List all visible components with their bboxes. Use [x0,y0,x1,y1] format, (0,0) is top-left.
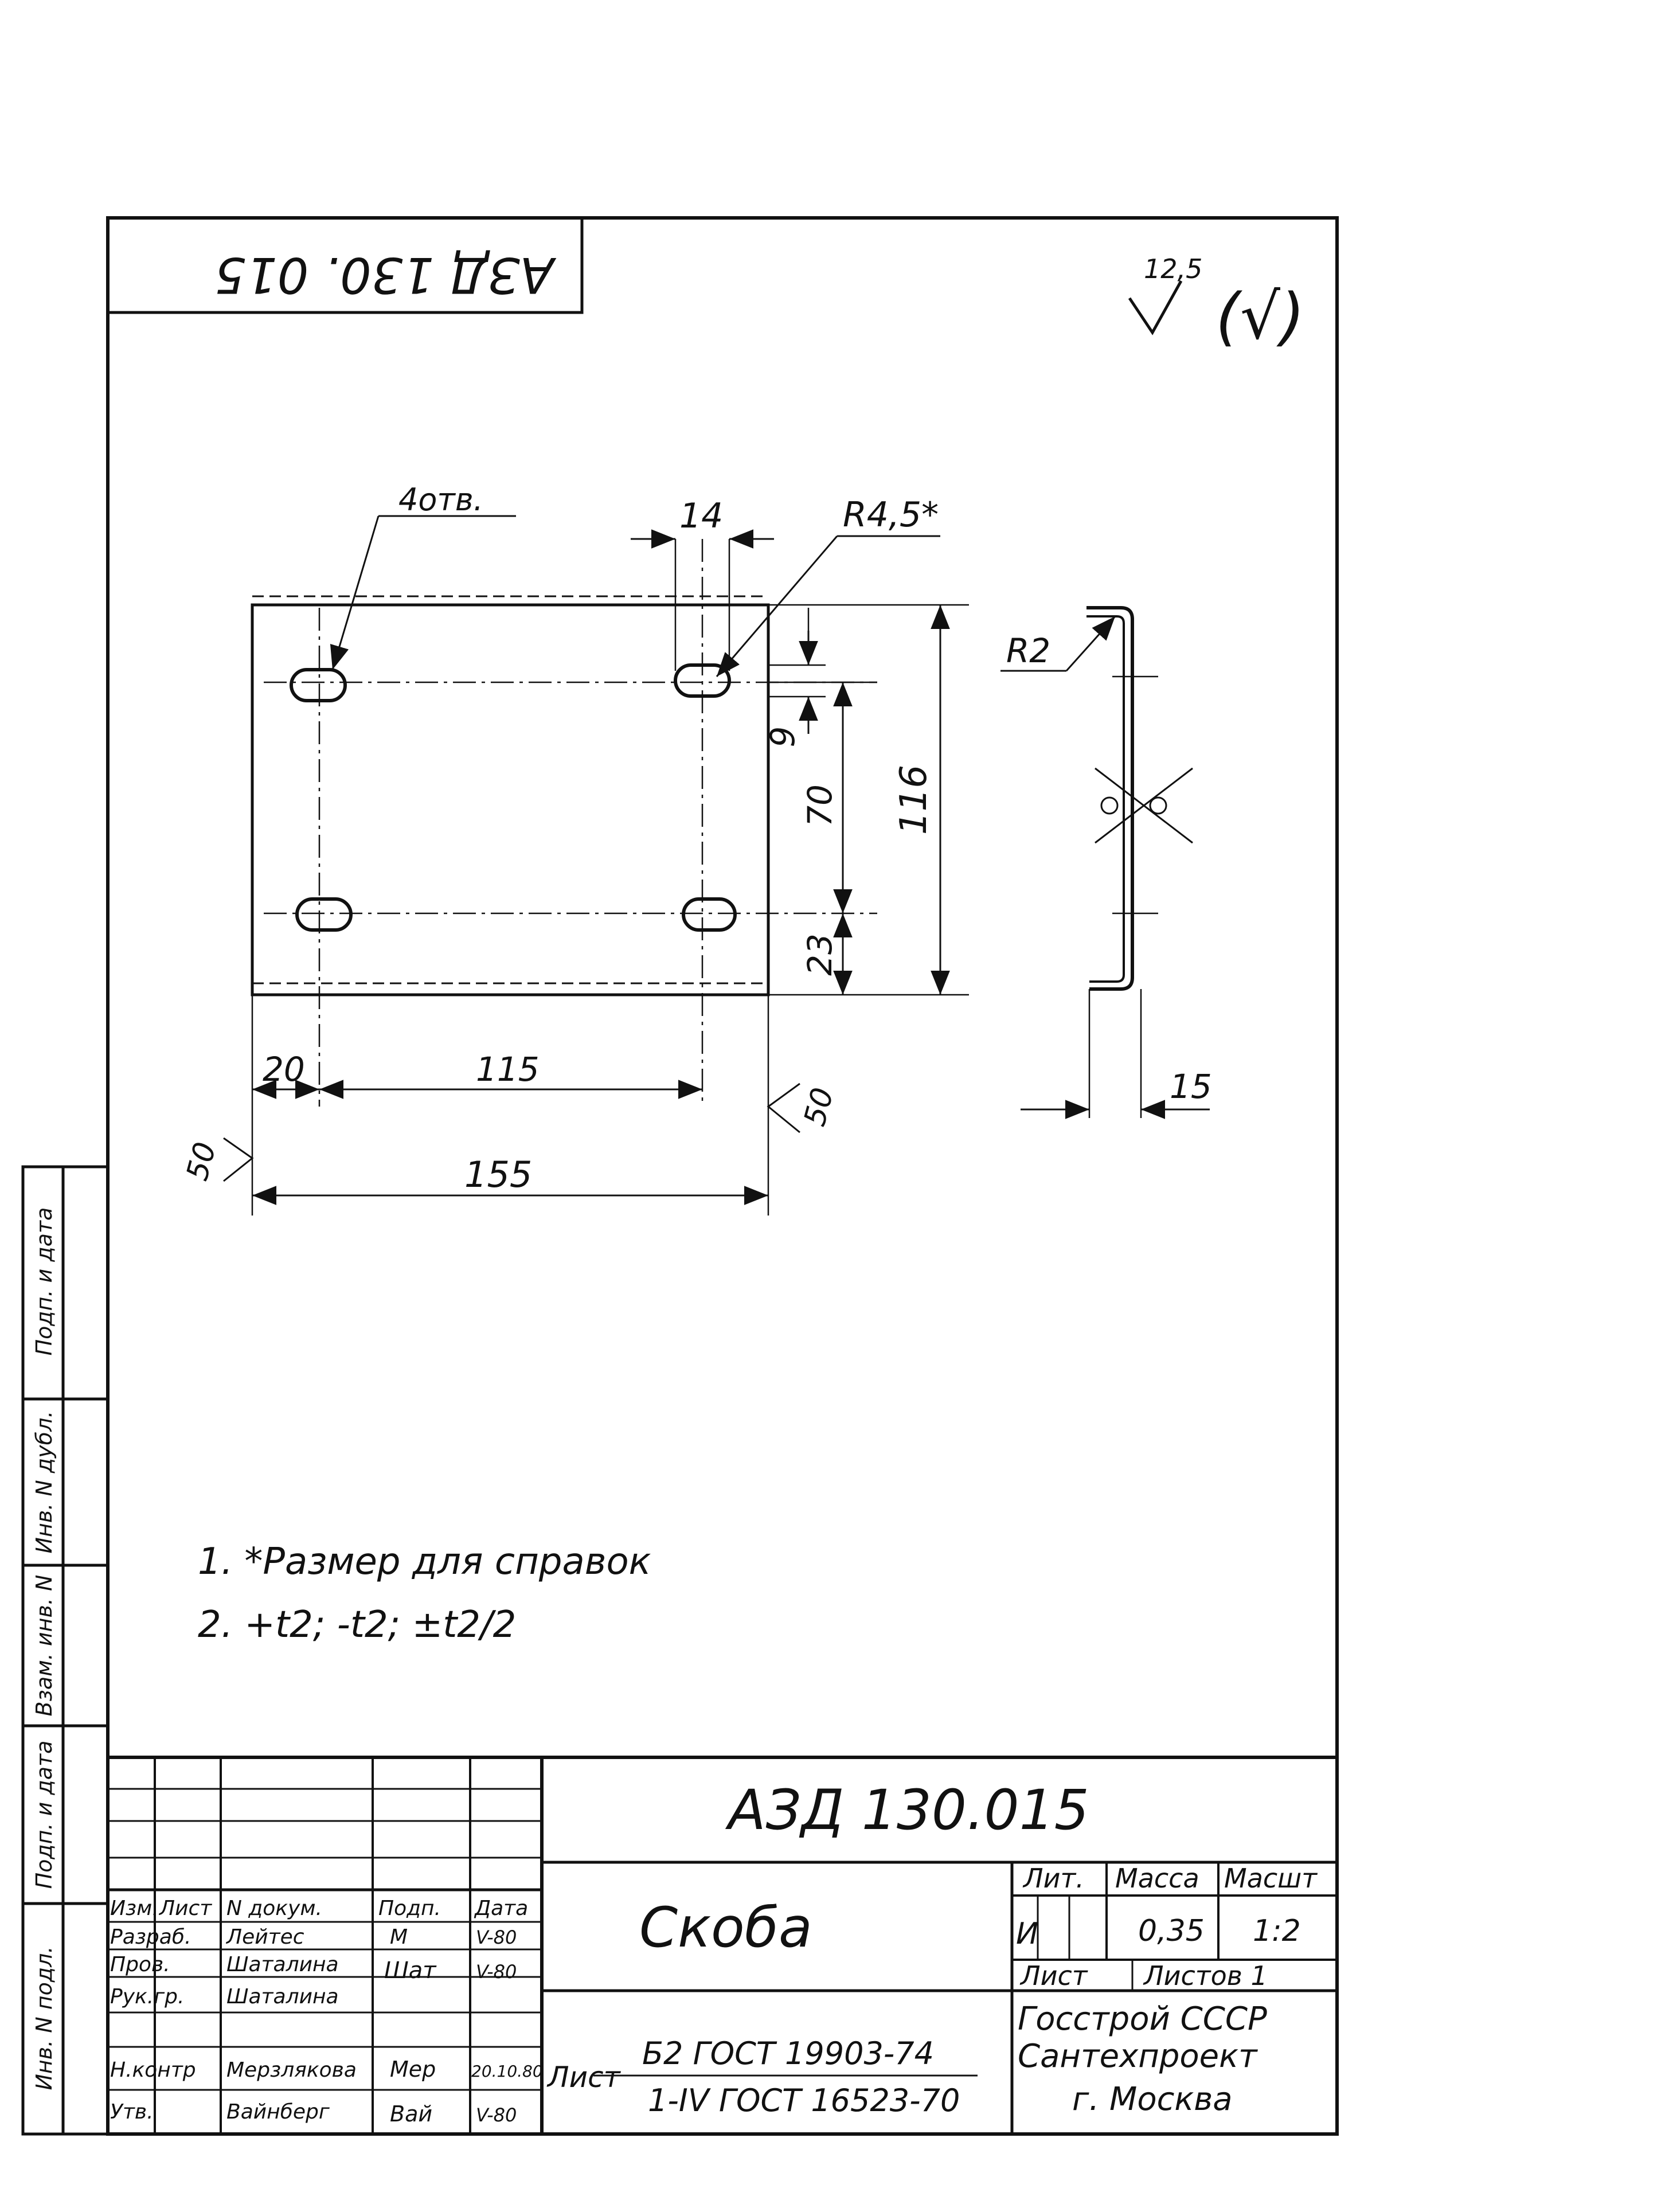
dim-50-right-text: 50 [798,1084,841,1130]
dim-slot-width: 14 [631,496,774,549]
tb-row-1-date: V-80 [476,1926,517,1948]
tb-row-5-date: 20.10.80 [471,2062,543,2081]
dim-slot-radius-text: R4,5* [843,495,939,535]
holes-callout: 4отв. [330,482,516,670]
dim-70-text: 70 [800,784,839,827]
side-stamp-label-3: Взам. инв. N [32,1575,57,1717]
tb-mass-value: 0,35 [1138,1914,1205,1948]
side-stamp-label-4: Инв. N дубл. [32,1411,57,1554]
tb-row-1-sign: М [390,1925,408,1949]
tb-material-prefix: Лист [546,2061,622,2094]
tb-header-list: Лист [158,1897,212,1920]
tb-row-2-role: Пров. [110,1953,170,1976]
tb-sheets-label: Листов 1 [1143,1960,1268,1991]
front-view [251,539,877,1107]
dim-116-text: 116 [893,765,935,835]
side-stamp-label-5: Подп. и дата [32,1207,57,1356]
dim-15-text: 15 [1170,1067,1212,1106]
dim-9-text: 9 [763,726,802,748]
tb-row-6-name: Вайнберг [226,2100,330,2124]
side-stamp-label-2: Подп. и дата [32,1741,57,1889]
tb-material-line1: Б2 ГОСТ 19903-74 [642,2035,934,2072]
slot-top-left [290,668,347,702]
dim-20-text: 20 [263,1050,305,1089]
vertical-dims [768,604,969,996]
tb-scale-label: Масшт [1224,1863,1318,1894]
roughness-symbol: (√) [1215,280,1305,353]
tb-org-line3: г. Москва [1072,2081,1233,2118]
tb-sheet-label: Лист [1019,1960,1088,1991]
tb-header-izm: Изм. [110,1897,159,1920]
tb-row-1-role: Разраб. [110,1925,191,1949]
note-2: 2. +t2; -t2; ±t2/2 [198,1604,516,1646]
tb-header-dokum: N докум. [226,1897,322,1920]
tb-org-line2: Сантехпроект [1018,2038,1258,2075]
dim-115-text: 115 [476,1050,540,1089]
tb-lit-label: Лит. [1022,1863,1084,1894]
tb-header-data: Дата [474,1897,528,1920]
title-block [108,1756,1337,2134]
tb-header-podp: Подп. [378,1897,441,1920]
tb-mass-label: Масса [1115,1863,1199,1894]
plate-outline [251,603,770,996]
tb-lit-value: И [1016,1917,1038,1951]
dim-r2-text: R2 [1006,631,1050,670]
rotated-code-box: АЗД 130. 015 [108,218,584,314]
side-view [1000,606,1210,1119]
tb-row-5-sign: Мер [390,2057,436,2082]
tb-row-5-name: Мерзлякова [226,2058,357,2082]
roughness-value: 12,5 [1144,253,1202,284]
roughness-mark: 12,5 (√) [1128,253,1305,353]
tb-row-2-name: Шаталина [226,1953,339,1976]
horizontal-dims [223,995,800,1216]
dim-23-text: 23 [800,933,839,976]
rotated-code-text: АЗД 130. 015 [214,246,556,303]
tb-org-line1: Госстрой СССР [1018,2000,1267,2038]
bracket-profile [1086,606,1134,991]
slot-bottom-right [682,897,737,932]
tb-row-1-name: Лейтес [225,1925,304,1949]
tb-material-line2: 1-IV ГОСТ 16523-70 [648,2082,960,2119]
tb-row-2-date: V-80 [476,1961,517,1983]
dim-155-text: 155 [464,1154,532,1195]
side-stamp [21,1165,110,2136]
slot-bottom-left [295,897,353,932]
tb-row-2-sign: Шат [384,1957,437,1984]
tb-row-5-role: Н.контр [110,2058,196,2082]
tb-row-3-name: Шаталина [226,1985,339,2008]
dim-50-left-text: 50 [180,1139,223,1184]
tb-row-6-date: V-80 [476,2104,517,2126]
tb-part-name: Скоба [639,1896,812,1960]
hole-count-label: 4отв. [398,482,483,518]
note-1: 1. *Размер для справок [198,1541,651,1583]
side-stamp-label-1: Инв. N подл. [32,1946,57,2090]
dim-slot-width-text: 14 [679,496,723,536]
tb-scale-value: 1:2 [1253,1914,1301,1948]
tb-row-6-role: Утв. [110,2100,154,2124]
tb-row-6-sign: Вай [390,2101,432,2127]
tb-doc-code: АЗД 130.015 [725,1778,1089,1842]
tb-row-3-role: Рук.гр. [110,1985,184,2008]
dim-slot-radius: R4,5* [716,495,940,677]
